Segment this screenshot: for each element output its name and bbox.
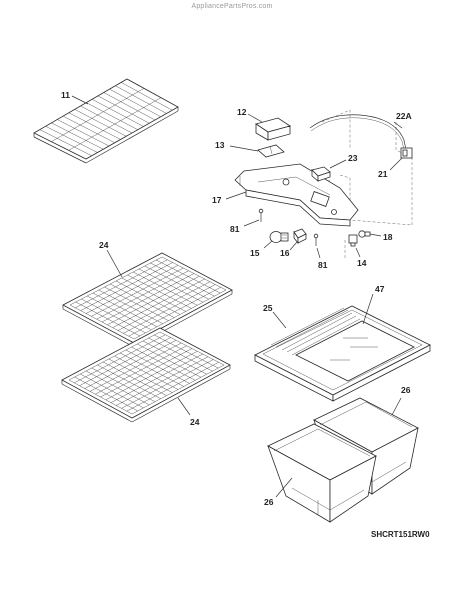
wire-harness-22a[interactable] [309, 114, 407, 151]
callout-21: 21 [378, 169, 388, 179]
leader-26b [275, 477, 293, 498]
leader-81b [316, 247, 321, 259]
callout-25: 25 [263, 303, 273, 313]
screw-81-left[interactable] [258, 208, 264, 222]
leader-21 [389, 157, 403, 171]
diagram-code: SHCRT151RW0 [371, 530, 430, 539]
callout-24a: 24 [99, 240, 109, 250]
callout-11: 11 [61, 90, 70, 100]
callout-26b: 26 [264, 497, 274, 507]
leader-26a [391, 397, 402, 416]
shelf-24-upper[interactable] [62, 252, 233, 348]
light-housing-17[interactable] [234, 163, 359, 227]
callout-17: 17 [212, 195, 222, 205]
leader-25 [272, 311, 287, 329]
leader-81a [243, 219, 260, 227]
leader-18 [369, 233, 382, 237]
callout-12: 12 [237, 107, 247, 117]
leader-22a [393, 121, 403, 129]
callout-22a: 22A [396, 111, 412, 121]
callout-81b: 81 [318, 260, 328, 270]
light-bulb-15[interactable] [269, 231, 289, 243]
leader-17 [225, 191, 247, 200]
watermark-text: AppliancePartsPros.com [191, 3, 273, 10]
leader-13 [229, 145, 259, 152]
callout-81a: 81 [230, 224, 240, 234]
leader-47 [362, 293, 374, 325]
connector-21[interactable] [400, 147, 413, 159]
leader-15 [263, 240, 273, 249]
shelf-24-lower[interactable] [61, 327, 231, 423]
callout-14: 14 [357, 258, 367, 268]
control-knob-18[interactable] [358, 230, 371, 238]
glass-insert-47[interactable] [295, 320, 415, 382]
leader-24b [177, 397, 191, 416]
crisper-drawer-26-front[interactable] [267, 423, 377, 523]
leader-16 [289, 241, 298, 251]
callout-47: 47 [375, 284, 385, 294]
callout-15: 15 [250, 248, 260, 258]
leader-11 [71, 95, 89, 105]
leader-24a [106, 249, 123, 278]
crisper-cover-frame-25[interactable] [254, 305, 431, 402]
lamp-socket-16[interactable] [293, 228, 307, 245]
screw-81-right[interactable] [313, 233, 319, 246]
callout-13: 13 [215, 140, 225, 150]
callout-26a: 26 [401, 385, 411, 395]
switch-23[interactable] [311, 166, 331, 182]
callout-16: 16 [280, 248, 290, 258]
leader-14 [355, 247, 361, 258]
leader-12 [247, 113, 263, 123]
leader-23 [329, 159, 347, 169]
light-shield-12[interactable] [255, 117, 291, 141]
callout-24b: 24 [190, 417, 200, 427]
callout-23: 23 [348, 153, 358, 163]
thermostat-14[interactable] [348, 234, 358, 247]
callout-18: 18 [383, 232, 393, 242]
wire-shelf-11[interactable] [33, 78, 179, 164]
bracket-13[interactable] [257, 144, 285, 158]
